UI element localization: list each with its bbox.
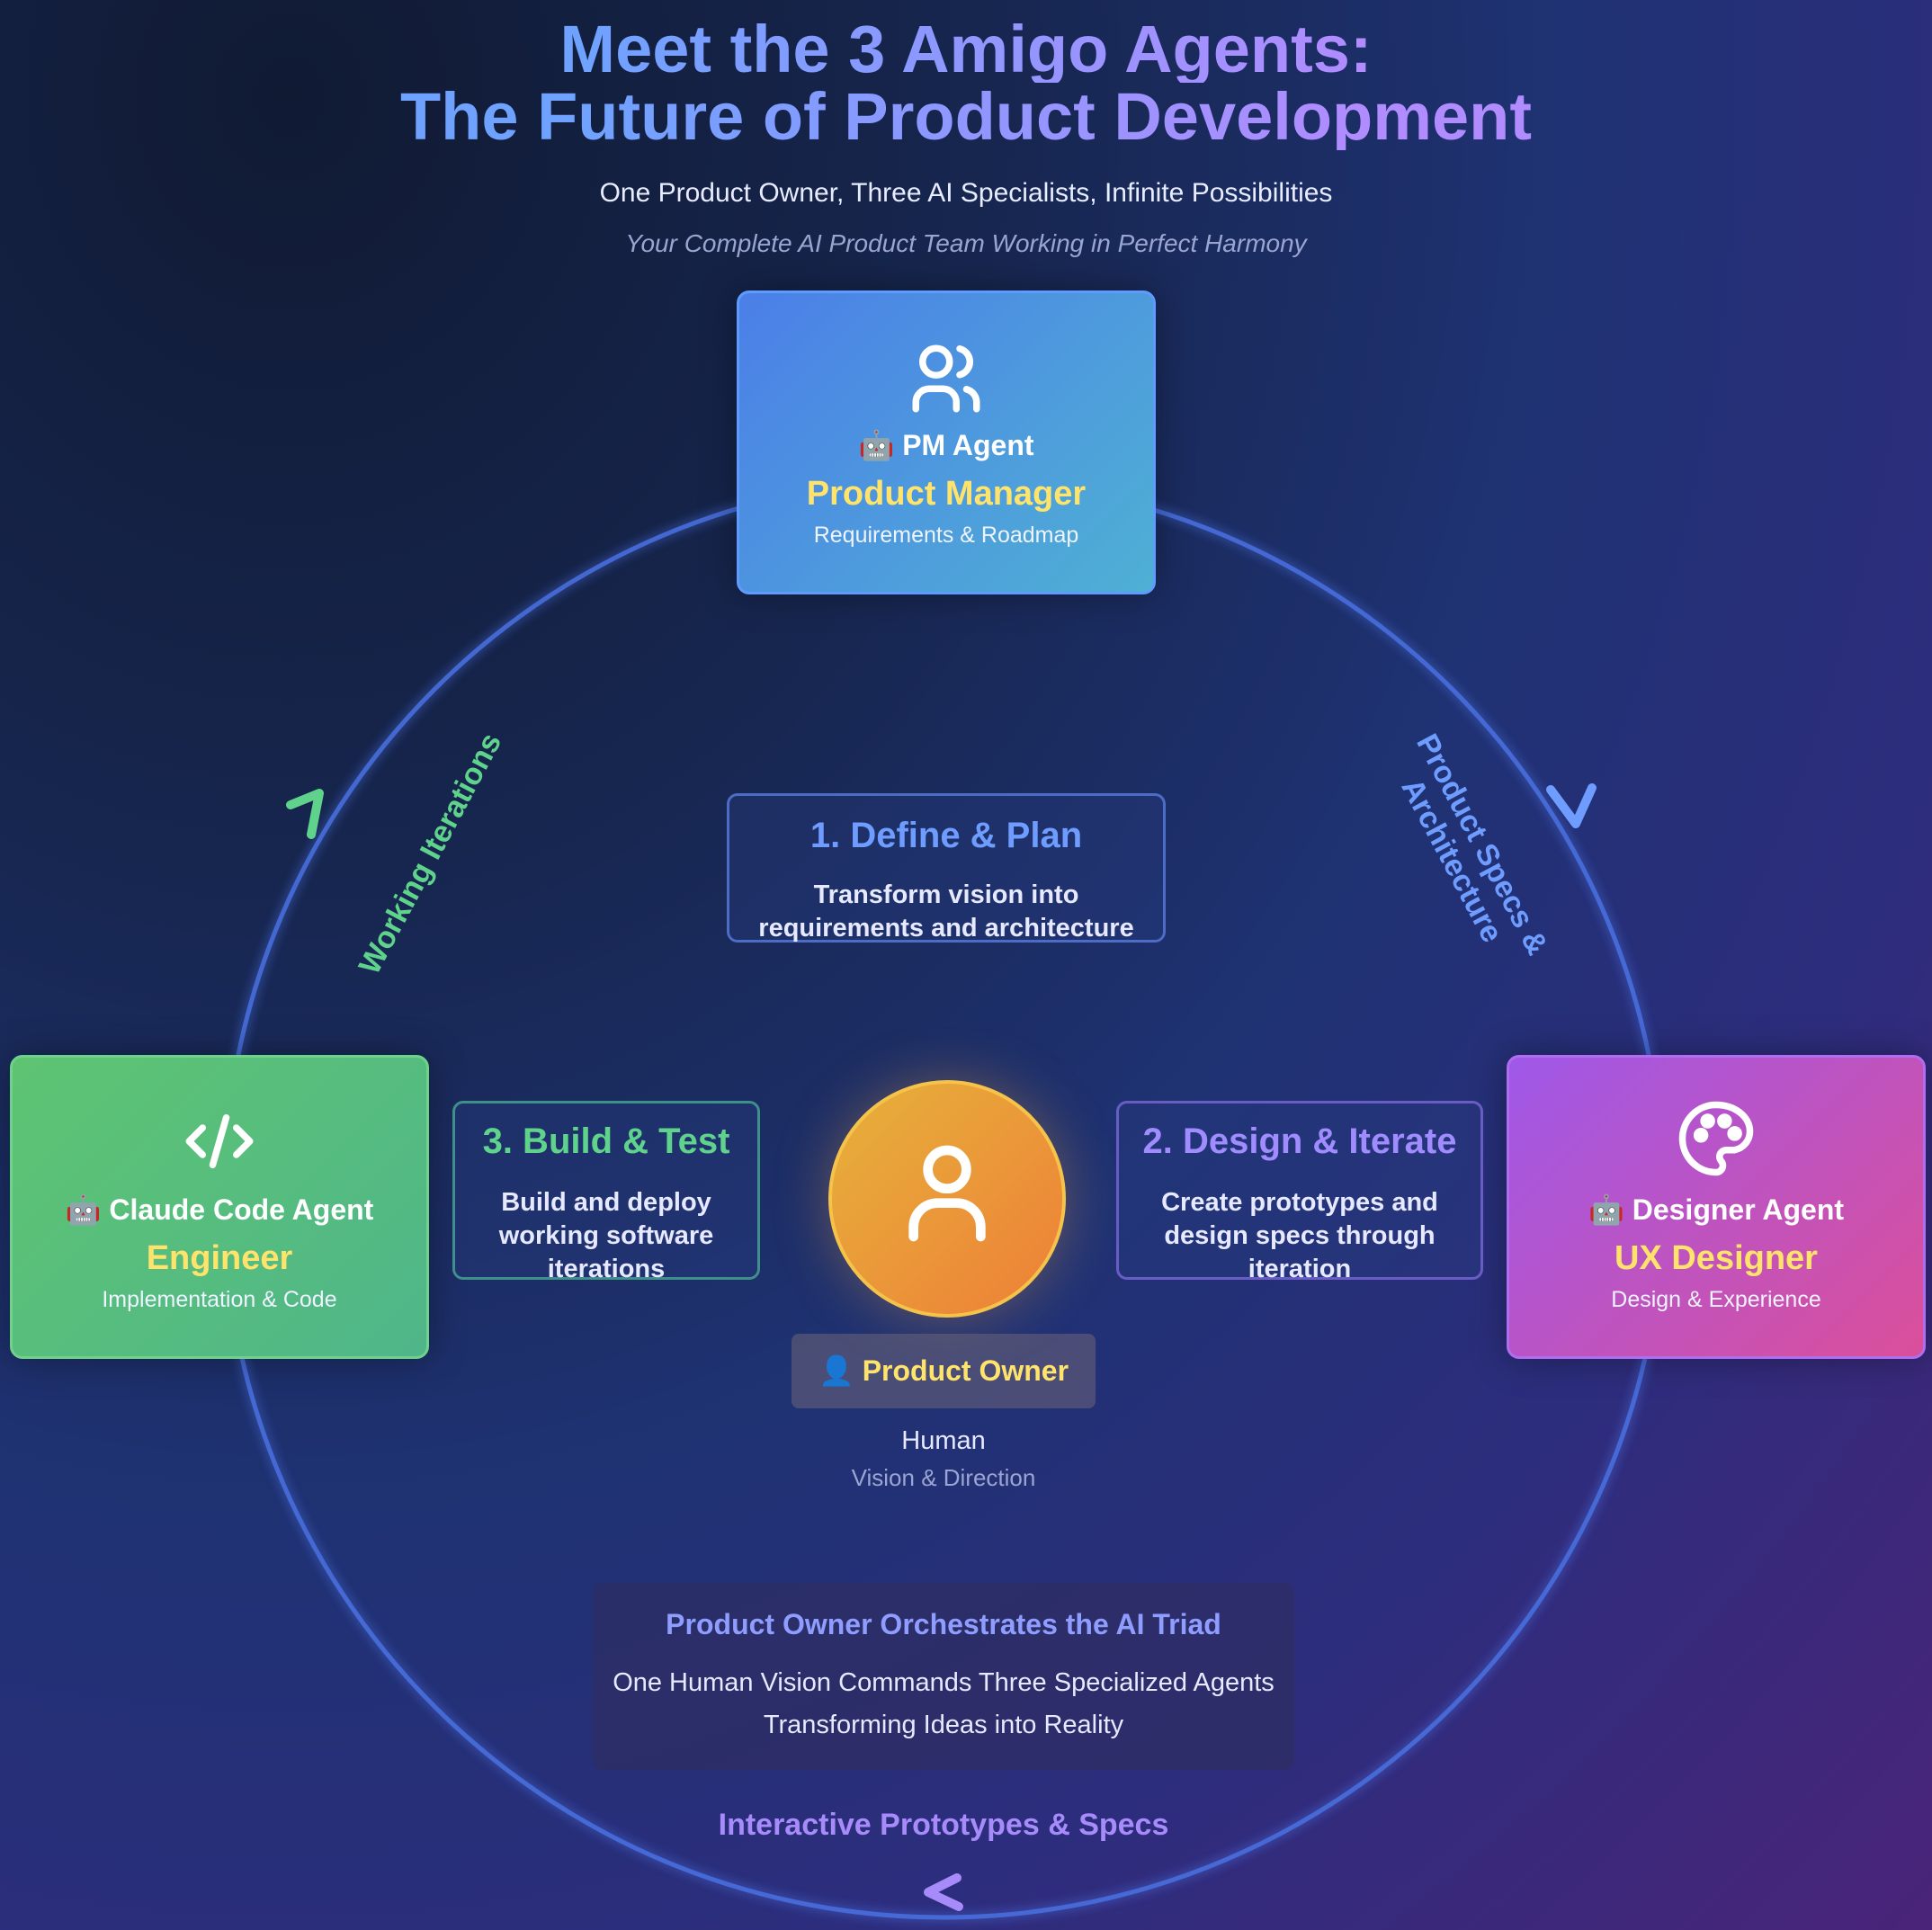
step-design-iterate: 2. Design & Iterate Create prototypes an… xyxy=(1116,1101,1483,1283)
palette-icon xyxy=(1678,1101,1754,1176)
designer-agent-desc: Design & Experience xyxy=(1611,1287,1821,1312)
product-owner-badge: 👤 Product Owner xyxy=(792,1334,1096,1408)
orchestrate-panel: Product Owner Orchestrates the AI Triad … xyxy=(593,1583,1294,1770)
page-subtitle: One Product Owner, Three AI Specialists,… xyxy=(599,178,1333,208)
pm-agent-card[interactable]: 🤖 PM Agent Product Manager Requirements … xyxy=(737,290,1156,594)
code-icon xyxy=(185,1114,254,1168)
product-owner-type: Human xyxy=(901,1426,986,1455)
pm-agent-role: Product Manager xyxy=(806,475,1087,513)
engineer-agent-name: 🤖 Claude Code Agent xyxy=(65,1193,374,1226)
arrow-up-icon xyxy=(286,789,324,839)
orchestrate-title: Product Owner Orchestrates the AI Triad xyxy=(666,1608,1221,1640)
step-design-desc: Create prototypes and design specs throu… xyxy=(1161,1188,1438,1283)
designer-agent-card[interactable]: 🤖 Designer Agent UX Designer Design & Ex… xyxy=(1507,1055,1926,1359)
step-design-title: 2. Design & Iterate xyxy=(1142,1121,1457,1161)
arrow-left-icon xyxy=(924,1873,963,1911)
pm-agent-name: 🤖 PM Agent xyxy=(858,429,1034,461)
user-icon xyxy=(908,1145,986,1242)
page-tagline: Your Complete AI Product Team Working in… xyxy=(625,229,1307,257)
step-define-plan: 1. Define & Plan Transform vision into r… xyxy=(727,793,1166,943)
engineer-agent-card[interactable]: 🤖 Claude Code Agent Engineer Implementat… xyxy=(10,1055,429,1359)
product-owner-desc: Vision & Direction xyxy=(851,1464,1036,1491)
step-define-title: 1. Define & Plan xyxy=(809,816,1083,855)
pm-agent-desc: Requirements & Roadmap xyxy=(813,523,1079,548)
engineer-agent-desc: Implementation & Code xyxy=(102,1287,337,1312)
engineer-agent-role: Engineer xyxy=(146,1239,293,1277)
product-owner-avatar[interactable] xyxy=(828,1080,1066,1318)
page-title-line-2: The Future of Product Development xyxy=(0,84,1932,150)
step-build-desc: Build and deploy working software iterat… xyxy=(498,1188,714,1283)
flow-label-interactive-prototypes: Interactive Prototypes & Specs xyxy=(718,1808,1169,1842)
step-build-title: 3. Build & Test xyxy=(482,1121,730,1161)
arrow-down-icon xyxy=(1546,783,1597,828)
step-build-test: 3. Build & Test Build and deploy working… xyxy=(452,1101,760,1283)
page-title-line-1: Meet the 3 Amigo Agents: xyxy=(0,16,1932,83)
step-define-desc: Transform vision into requirements and a… xyxy=(758,880,1134,943)
designer-agent-name: 🤖 Designer Agent xyxy=(1588,1193,1845,1226)
orchestrate-line-1: One Human Vision Commands Three Speciali… xyxy=(613,1668,1275,1697)
orchestrate-line-2: Transforming Ideas into Reality xyxy=(763,1711,1124,1739)
users-icon xyxy=(912,344,980,413)
designer-agent-role: UX Designer xyxy=(1614,1239,1818,1277)
